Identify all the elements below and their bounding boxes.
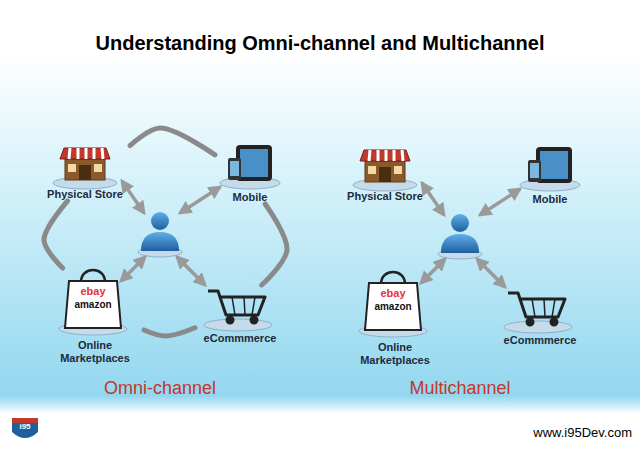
illustration-part xyxy=(180,187,220,213)
channel-node: Online Marketplaces xyxy=(46,268,144,365)
channel-node: eCommmerce xyxy=(195,285,285,345)
customer-icon xyxy=(141,212,179,251)
channel-node: eCommmerce xyxy=(495,287,585,347)
channel-label: Mobile xyxy=(233,191,268,204)
channel-label: Online Marketplaces xyxy=(346,341,444,367)
watermark: www.i95Dev.com xyxy=(533,425,632,440)
brand-mark: amazon xyxy=(74,299,111,310)
channel-node: Online Marketplaces xyxy=(346,270,444,367)
store-icon xyxy=(60,148,110,180)
illustration-part xyxy=(68,164,76,172)
channel-node: Physical Store xyxy=(340,145,430,203)
illustration-part xyxy=(236,145,272,181)
channel-link xyxy=(44,201,68,268)
illustration-part xyxy=(94,164,102,172)
illustration-part xyxy=(208,291,265,315)
channel-link xyxy=(130,128,215,155)
illustration-part xyxy=(65,159,105,180)
illustration-part xyxy=(177,257,205,285)
customer-arrows xyxy=(121,181,220,285)
cart-icon xyxy=(208,291,265,323)
illustration-part xyxy=(141,232,179,251)
illustration-part xyxy=(228,158,241,180)
illustration-part xyxy=(151,212,169,230)
channel-node: Mobile xyxy=(515,142,585,206)
brand-mark: ebay xyxy=(80,285,105,297)
illustration-part xyxy=(251,317,257,323)
logo-text: i95 xyxy=(19,422,30,431)
channel-label: Physical Store xyxy=(347,190,423,203)
channel-label: eCommmerce xyxy=(504,334,577,347)
logo xyxy=(12,418,38,438)
illustration-part xyxy=(12,418,38,438)
channel-node: Physical Store xyxy=(40,143,130,201)
illustration-part xyxy=(230,161,239,176)
channel-label: Online Marketplaces xyxy=(46,339,144,365)
channel-label: Physical Store xyxy=(47,188,123,201)
channel-link xyxy=(144,328,195,336)
brand-mark: amazon xyxy=(374,301,411,312)
illustration-part xyxy=(60,148,110,159)
brand-mark: ebay xyxy=(380,287,405,299)
mobile-icon xyxy=(228,145,272,181)
platform xyxy=(204,319,272,331)
channel-label: eCommmerce xyxy=(204,332,277,345)
diagram-title: Understanding Omni-channel and Multichan… xyxy=(0,32,640,55)
illustration-part xyxy=(65,281,121,328)
channel-link xyxy=(262,204,287,285)
channel-label: Mobile xyxy=(533,193,568,206)
illustration-part xyxy=(227,317,233,323)
illustration-part xyxy=(121,257,145,281)
illustration-part xyxy=(122,181,144,213)
channel-node: Mobile xyxy=(215,140,285,204)
illustration-part xyxy=(79,165,91,180)
channel-icons xyxy=(353,147,580,337)
illustration-part xyxy=(232,297,255,315)
illustration-part xyxy=(69,148,103,159)
bag-icon xyxy=(65,270,121,328)
diagram-caption: Omni-channel xyxy=(104,378,216,399)
diagram-caption: Multichannel xyxy=(409,378,510,399)
channel-icons xyxy=(53,145,280,335)
illustration-part xyxy=(240,149,268,177)
